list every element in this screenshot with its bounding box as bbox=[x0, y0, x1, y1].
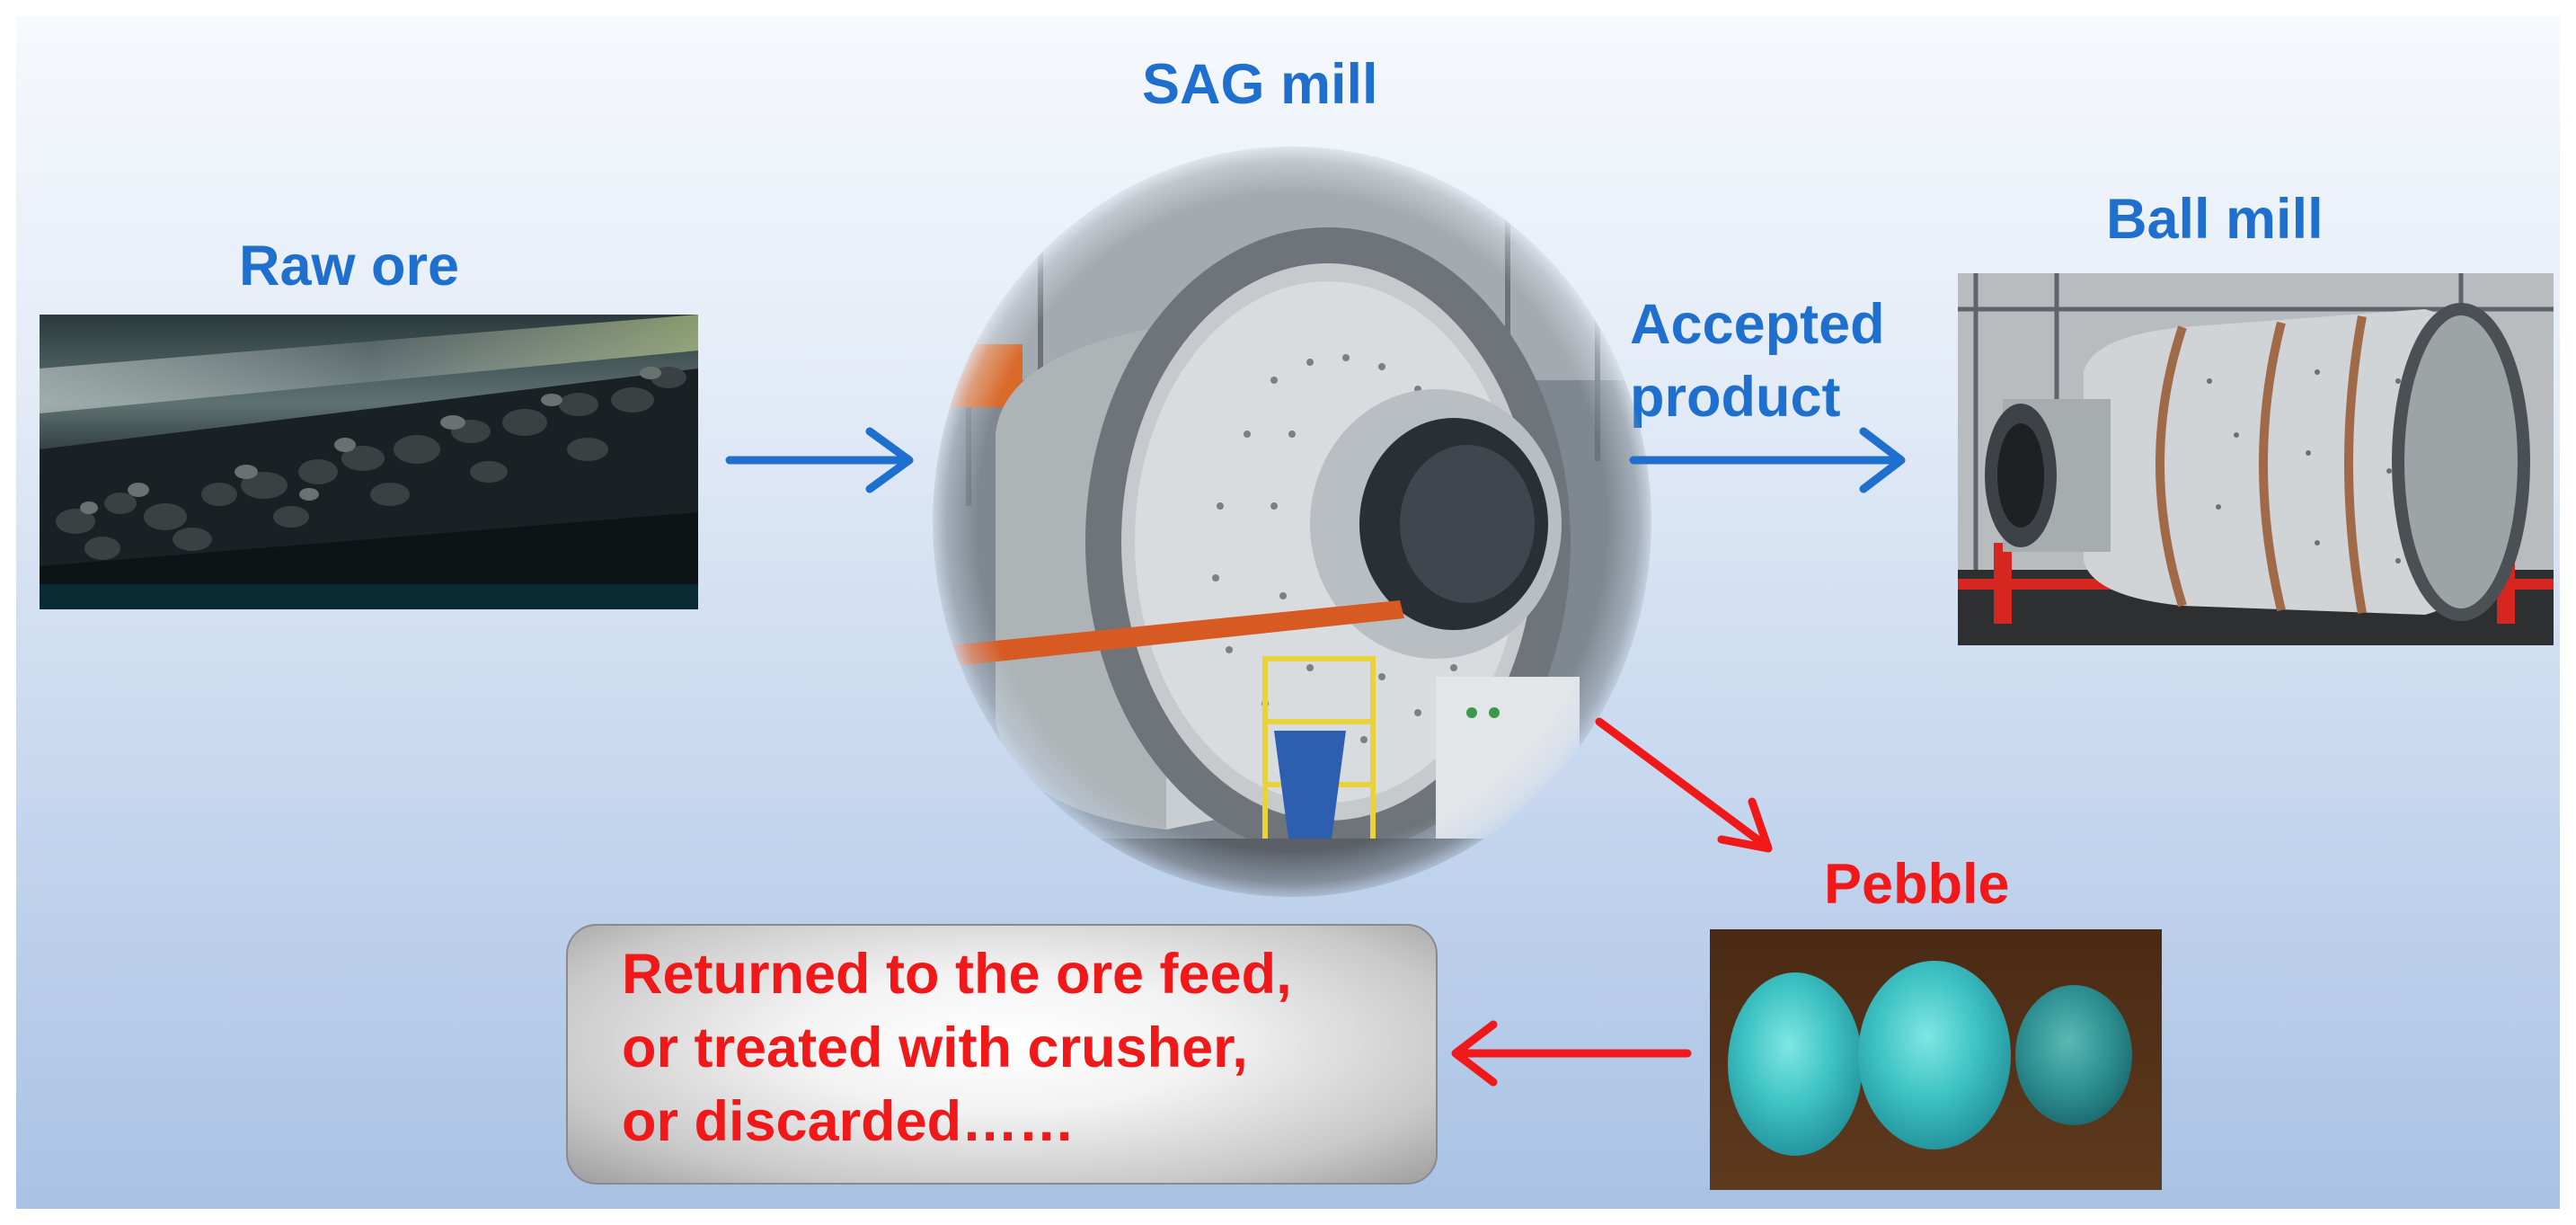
sag-mill-title: SAG mill bbox=[1142, 53, 1378, 116]
pebble-fate-line-2: or treated with crusher, bbox=[622, 1016, 1248, 1079]
diagram-panel: SAG mill Raw ore Ball mill Accepted prod… bbox=[16, 16, 2560, 1209]
raw-ore-image bbox=[40, 315, 698, 609]
sag-to-pebble-arrow bbox=[1595, 717, 1773, 853]
ball-mill-image bbox=[1958, 273, 2554, 645]
pebble-fate-box: Returned to the ore feed, or treated wit… bbox=[566, 924, 1438, 1185]
pebble-to-result-arrow bbox=[1451, 1020, 1692, 1087]
pebble-image bbox=[1710, 929, 2162, 1190]
ball-mill-title: Ball mill bbox=[2106, 188, 2324, 251]
pebble-title: Pebble bbox=[1824, 853, 2010, 916]
sag-mill-image bbox=[933, 146, 1651, 897]
pebble-fate-line-1: Returned to the ore feed, bbox=[622, 943, 1292, 1006]
raw-ore-title: Raw ore bbox=[239, 235, 460, 297]
pebble-fate-line-3: or discarded…… bbox=[622, 1090, 1076, 1153]
sag-to-ball-mill-arrow bbox=[1629, 427, 1906, 493]
accepted-product-label-line2: product bbox=[1630, 366, 1841, 429]
raw-ore-to-sag-arrow bbox=[725, 427, 914, 493]
accepted-product-label-line1: Accepted bbox=[1630, 293, 1885, 356]
